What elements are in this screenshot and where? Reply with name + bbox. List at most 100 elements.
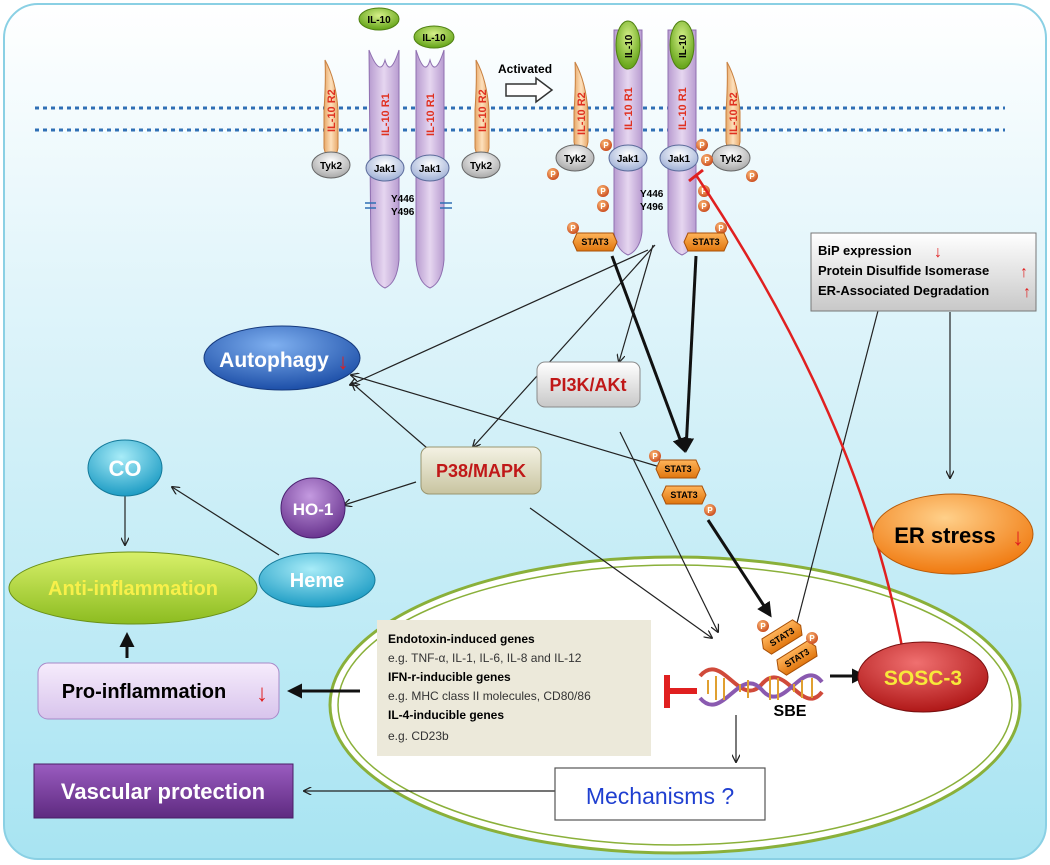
svg-text:P: P bbox=[760, 622, 766, 631]
svg-text:Jak1: Jak1 bbox=[668, 154, 691, 165]
svg-text:P: P bbox=[550, 170, 556, 179]
svg-text:Jak1: Jak1 bbox=[374, 164, 397, 175]
target-genes-box: Endotoxin-induced genes e.g. TNF-α, IL-1… bbox=[377, 620, 651, 756]
svg-text:Endotoxin-induced genes: Endotoxin-induced genes bbox=[388, 632, 535, 646]
jak1-kinase bbox=[410, 154, 450, 182]
stat3-protein: STAT3 bbox=[683, 232, 729, 252]
y446-label: Y446 bbox=[391, 194, 415, 205]
svg-text:e.g. CD23b: e.g. CD23b bbox=[388, 729, 449, 743]
il10-r2-label: IL-10 R2 bbox=[728, 92, 740, 135]
il10-ligand: IL-10 bbox=[358, 7, 400, 31]
up-arrow-icon: ↑ bbox=[1020, 264, 1028, 281]
svg-text:Jak1: Jak1 bbox=[617, 154, 640, 165]
svg-text:HO-1: HO-1 bbox=[293, 500, 334, 519]
svg-text:STAT3: STAT3 bbox=[664, 464, 691, 474]
pro-inflammation-node: Pro-inflammation ↓ bbox=[37, 662, 280, 720]
svg-text:P: P bbox=[707, 506, 713, 515]
svg-text:P: P bbox=[652, 452, 658, 461]
svg-text:IL-10: IL-10 bbox=[678, 34, 689, 58]
il10-ligand-bound bbox=[669, 20, 695, 70]
sbe-label: SBE bbox=[774, 703, 807, 720]
sosc3-node: SOSC-3 bbox=[857, 641, 989, 713]
up-arrow-icon: ↑ bbox=[1023, 284, 1031, 301]
svg-text:ER-Associated Degradation: ER-Associated Degradation bbox=[818, 283, 989, 298]
er-markers-box: BiP expression ↓ Protein Disulfide Isome… bbox=[810, 232, 1037, 312]
y496-label: Y496 bbox=[391, 207, 415, 218]
stat3-dna-bound: STAT3 STAT3 P P bbox=[757, 619, 818, 676]
svg-text:Tyk2: Tyk2 bbox=[564, 154, 586, 165]
heme-node: Heme bbox=[258, 552, 376, 608]
svg-text:SOSC-3: SOSC-3 bbox=[884, 667, 962, 690]
co-node: CO bbox=[87, 439, 163, 497]
dna-helix-icon bbox=[698, 667, 824, 707]
il10-r1-label: IL-10 R1 bbox=[425, 93, 437, 136]
svg-text:IL-10: IL-10 bbox=[624, 34, 635, 58]
svg-text:P: P bbox=[570, 224, 576, 233]
svg-text:P: P bbox=[701, 187, 707, 196]
svg-text:BiP expression: BiP expression bbox=[818, 243, 912, 258]
svg-text:IL-10: IL-10 bbox=[367, 15, 391, 26]
svg-text:P: P bbox=[600, 202, 606, 211]
phosphate-group: P bbox=[696, 139, 708, 151]
svg-text:Vascular protection: Vascular protection bbox=[61, 779, 265, 804]
svg-text:Mechanisms ?: Mechanisms ? bbox=[586, 783, 734, 809]
inactive-receptor-complex: IL-10 IL-10 IL-10 R2 Tyk2 IL-10 R1 Jak1 … bbox=[311, 7, 501, 289]
svg-text:IFN-r-inducible genes: IFN-r-inducible genes bbox=[388, 670, 511, 684]
svg-text:Autophagy: Autophagy bbox=[219, 349, 329, 372]
il10-r2-label: IL-10 R2 bbox=[576, 92, 588, 135]
er-stress-node: ER stress ↓ bbox=[872, 493, 1034, 575]
il10-ligand-bound bbox=[615, 20, 641, 70]
phosphate-group: P bbox=[600, 139, 612, 151]
phosphate-group: P bbox=[597, 200, 609, 212]
main-stat3-arrows bbox=[119, 255, 867, 699]
phosphate-group: P bbox=[567, 222, 579, 234]
svg-text:Anti-inflammation: Anti-inflammation bbox=[48, 578, 218, 600]
svg-text:P: P bbox=[603, 141, 609, 150]
svg-text:P: P bbox=[699, 141, 705, 150]
transcription-inhibition bbox=[664, 675, 697, 708]
tyrosine-sites bbox=[365, 202, 452, 209]
svg-text:PI3K/AKt: PI3K/AKt bbox=[549, 375, 626, 395]
phosphate-group: P bbox=[547, 168, 559, 180]
svg-text:Tyk2: Tyk2 bbox=[720, 154, 742, 165]
svg-text:P: P bbox=[600, 187, 606, 196]
tyk2-kinase bbox=[555, 144, 595, 172]
pi3k-akt-node: PI3K/AKt bbox=[536, 361, 641, 408]
svg-text:STAT3: STAT3 bbox=[581, 237, 608, 247]
il10-r2-label: IL-10 R2 bbox=[326, 89, 338, 132]
stat3-dimer: STAT3 STAT3 P P bbox=[649, 450, 716, 516]
il10-r1-label: IL-10 R1 bbox=[677, 87, 689, 130]
svg-text:P: P bbox=[809, 634, 815, 643]
il10-ligand: IL-10 bbox=[413, 25, 455, 49]
down-arrow-icon: ↓ bbox=[1012, 524, 1024, 551]
svg-text:IL-4-inducible genes: IL-4-inducible genes bbox=[388, 708, 504, 722]
phosphate-group: P bbox=[597, 185, 609, 197]
tyk2-kinase bbox=[461, 151, 501, 179]
svg-text:Pro-inflammation: Pro-inflammation bbox=[62, 681, 226, 703]
il10-r2-label: IL-10 R2 bbox=[477, 89, 489, 132]
p38-mapk-node: P38/MAPK bbox=[420, 446, 542, 495]
mechanisms-node: Mechanisms ? bbox=[554, 767, 766, 821]
phosphate-group: P bbox=[698, 185, 710, 197]
autophagy-node: Autophagy ↓ bbox=[203, 325, 361, 391]
activated-label: Activated bbox=[498, 62, 552, 76]
stat3-protein: STAT3 bbox=[572, 232, 618, 252]
jak1-kinase bbox=[659, 144, 699, 172]
down-arrow-icon: ↓ bbox=[934, 244, 942, 261]
svg-text:P: P bbox=[701, 202, 707, 211]
inhibition-bar bbox=[688, 168, 704, 183]
anti-inflammation-node: Anti-inflammation bbox=[8, 551, 258, 625]
svg-text:P: P bbox=[704, 156, 710, 165]
down-arrow-icon: ↓ bbox=[338, 349, 349, 374]
jak1-kinase bbox=[365, 154, 405, 182]
ho1-node: HO-1 bbox=[280, 477, 346, 539]
svg-text:P: P bbox=[718, 224, 724, 233]
svg-text:CO: CO bbox=[109, 456, 142, 481]
svg-text:STAT3: STAT3 bbox=[670, 490, 697, 500]
il10-r1-label: IL-10 R1 bbox=[623, 87, 635, 130]
svg-text:e.g. TNF-α, IL-1, IL-6, IL-8 a: e.g. TNF-α, IL-1, IL-6, IL-8 and IL-12 bbox=[388, 651, 582, 665]
phosphate-group: P bbox=[701, 154, 713, 166]
jak1-kinase bbox=[608, 144, 648, 172]
sosc3-inhibition-line bbox=[694, 174, 904, 648]
